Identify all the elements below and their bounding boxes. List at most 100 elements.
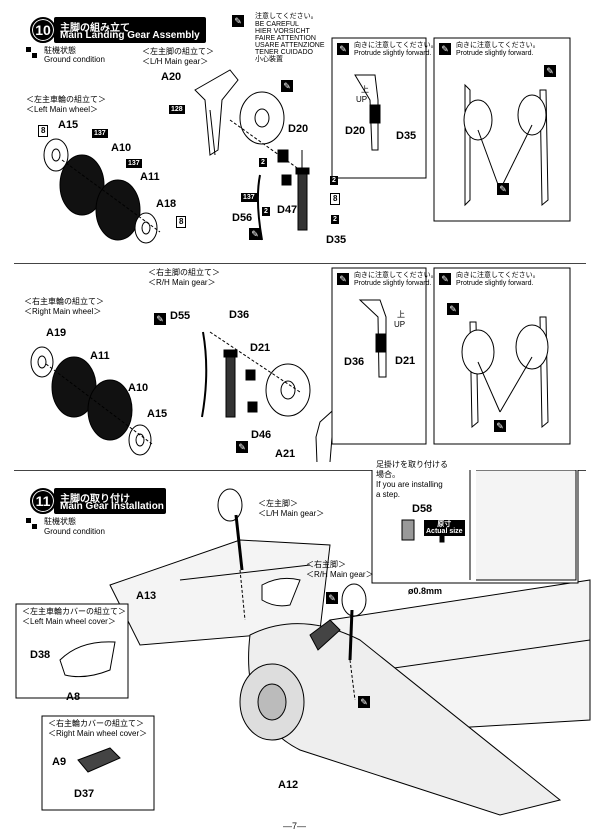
pen-icon: ✎ bbox=[439, 273, 451, 285]
pen-icon: ✎ bbox=[447, 303, 459, 315]
step-number-11: 11 bbox=[30, 488, 56, 514]
inset-part-d36: D36 bbox=[344, 356, 365, 368]
rh-main-gear-en: ＜R/H Main gear＞ bbox=[306, 570, 374, 579]
up-en: UP bbox=[356, 95, 368, 104]
wheel-disk bbox=[239, 91, 285, 145]
part-a15: A15 bbox=[58, 119, 79, 131]
count-badge: 8 bbox=[38, 125, 49, 137]
pen-icon: ✎ bbox=[497, 183, 509, 195]
lh-gear-jp: ＜左主脚の組立て＞ bbox=[142, 47, 214, 56]
step-note-jp2: 場合。 bbox=[376, 470, 400, 479]
part-a10: A10 bbox=[111, 142, 132, 154]
step11-title-en: Main Gear Installation bbox=[60, 501, 164, 512]
section-divider bbox=[14, 263, 586, 264]
inset-part-d20: D20 bbox=[345, 125, 366, 137]
count-badge: 8 bbox=[176, 216, 187, 228]
count-badge: 2 bbox=[259, 158, 267, 167]
rh-drawing bbox=[30, 267, 571, 462]
count-badge: 2 bbox=[330, 176, 338, 185]
step10-title-jp: 主脚の組み立て bbox=[60, 23, 130, 34]
step10-title-bar: 主脚の組み立て Main Landing Gear Assembly bbox=[54, 17, 206, 43]
left-cover-jp: ＜左主車輪カバーの組立て＞ bbox=[22, 607, 126, 616]
actual-size-en: Actual size bbox=[426, 528, 463, 535]
part-d20: D20 bbox=[288, 123, 309, 135]
ground-condition-icon bbox=[26, 518, 38, 530]
rh-up-en: UP bbox=[394, 320, 406, 329]
caution-line-4: USARE ATTENZIONE bbox=[255, 42, 325, 49]
section-divider bbox=[14, 470, 586, 471]
pen-icon: ✎ bbox=[358, 696, 370, 708]
caution-line-3: FAIRE ATTENTION bbox=[255, 35, 316, 42]
part-a8: A8 bbox=[66, 691, 81, 703]
step-note-jp1: 足掛けを取り付ける bbox=[376, 460, 448, 469]
part-a20: A20 bbox=[161, 71, 182, 83]
part-d35: D35 bbox=[326, 234, 347, 246]
note1-en: Protrude slightly forward. bbox=[354, 50, 432, 57]
rh-gear-jp: ＜右主脚の組立て＞ bbox=[148, 268, 220, 277]
step10-ground-en: Ground condition bbox=[44, 55, 105, 64]
count-badge: 137 bbox=[92, 129, 108, 138]
lh-main-gear-en: ＜L/H Main gear＞ bbox=[258, 509, 325, 518]
right-wheel-jp: ＜右主車輪の組立て＞ bbox=[24, 297, 104, 306]
part-d46: D46 bbox=[251, 429, 272, 441]
pen-icon: ✎ bbox=[326, 592, 338, 604]
part-a12: A12 bbox=[278, 779, 299, 791]
rh-note1-en: Protrude slightly forward. bbox=[354, 280, 432, 287]
tire-a11 bbox=[95, 179, 141, 241]
lh-gear-en: ＜L/H Main gear＞ bbox=[142, 57, 209, 66]
left-wheel-en: ＜Left Main wheel＞ bbox=[26, 105, 99, 114]
step-note-en1: If you are installing bbox=[376, 480, 443, 489]
hub-a18 bbox=[134, 212, 158, 244]
count-badge: 2 bbox=[262, 207, 270, 216]
caution-pen-icon: ✎ bbox=[232, 15, 244, 27]
count-badge: 137 bbox=[126, 159, 142, 168]
caution-line-6: 小心裝置 bbox=[255, 56, 283, 63]
count-badge: 137 bbox=[241, 193, 257, 202]
inset-part-d21: D21 bbox=[395, 355, 416, 367]
count-badge: 128 bbox=[169, 105, 185, 114]
caution-jp: 注意してください。 bbox=[255, 13, 318, 20]
lh-main-gear-jp: ＜左主脚＞ bbox=[258, 499, 298, 508]
right-cover-en: ＜Right Main wheel cover＞ bbox=[48, 729, 148, 738]
part-a13: A13 bbox=[136, 590, 157, 602]
part-a11: A11 bbox=[90, 350, 110, 362]
up-jp: 上 bbox=[361, 85, 369, 94]
tire-a10 bbox=[59, 154, 105, 216]
part-a9: A9 bbox=[52, 756, 67, 768]
part-a15: A15 bbox=[147, 408, 168, 420]
part-d36: D36 bbox=[229, 309, 250, 321]
step11-ground-jp: 駐機状態 bbox=[44, 517, 76, 526]
part-d37: D37 bbox=[74, 788, 95, 800]
step-number-10: 10 bbox=[30, 17, 56, 43]
left-cover-en: ＜Left Main wheel cover＞ bbox=[22, 617, 116, 626]
step11-title-bar: 主脚の取り付け Main Gear Installation bbox=[54, 488, 166, 514]
part-a18: A18 bbox=[156, 198, 177, 210]
right-cover-jp: ＜右主輪カバーの組立て＞ bbox=[48, 719, 144, 728]
pen-icon: ✎ bbox=[337, 43, 349, 55]
note1-jp: 向きに注意してください。 bbox=[354, 42, 438, 49]
count-badge: 8 bbox=[330, 193, 341, 205]
note2-jp: 向きに注意してください。 bbox=[456, 42, 540, 49]
part-a21: A21 bbox=[275, 448, 296, 460]
part-a19: A19 bbox=[46, 327, 67, 339]
pen-icon: ✎ bbox=[544, 65, 556, 77]
pen-icon: ✎ bbox=[281, 80, 293, 92]
aircraft-drawing bbox=[15, 470, 591, 816]
step10-ground-jp: 駐機状態 bbox=[44, 46, 76, 55]
part-d38: D38 bbox=[30, 649, 51, 661]
part-d47: D47 bbox=[277, 204, 298, 216]
part-a10: A10 bbox=[128, 382, 149, 394]
page-number: —7— bbox=[283, 821, 307, 831]
hub-a15 bbox=[43, 138, 69, 172]
pen-icon: ✎ bbox=[249, 228, 261, 240]
pen-icon: ✎ bbox=[154, 313, 166, 325]
gear-leg-a20 bbox=[194, 69, 239, 156]
actual-size-jp: 原寸 bbox=[437, 521, 452, 528]
caution-line-2: HIER VORSICHT bbox=[255, 28, 310, 35]
pen-icon: ✎ bbox=[236, 441, 248, 453]
inset-part-d35: D35 bbox=[396, 130, 417, 142]
part-d55: D55 bbox=[170, 310, 191, 322]
drill-size: ø0.8mm bbox=[408, 586, 443, 596]
count-badge: 2 bbox=[331, 215, 339, 224]
pen-icon: ✎ bbox=[337, 273, 349, 285]
